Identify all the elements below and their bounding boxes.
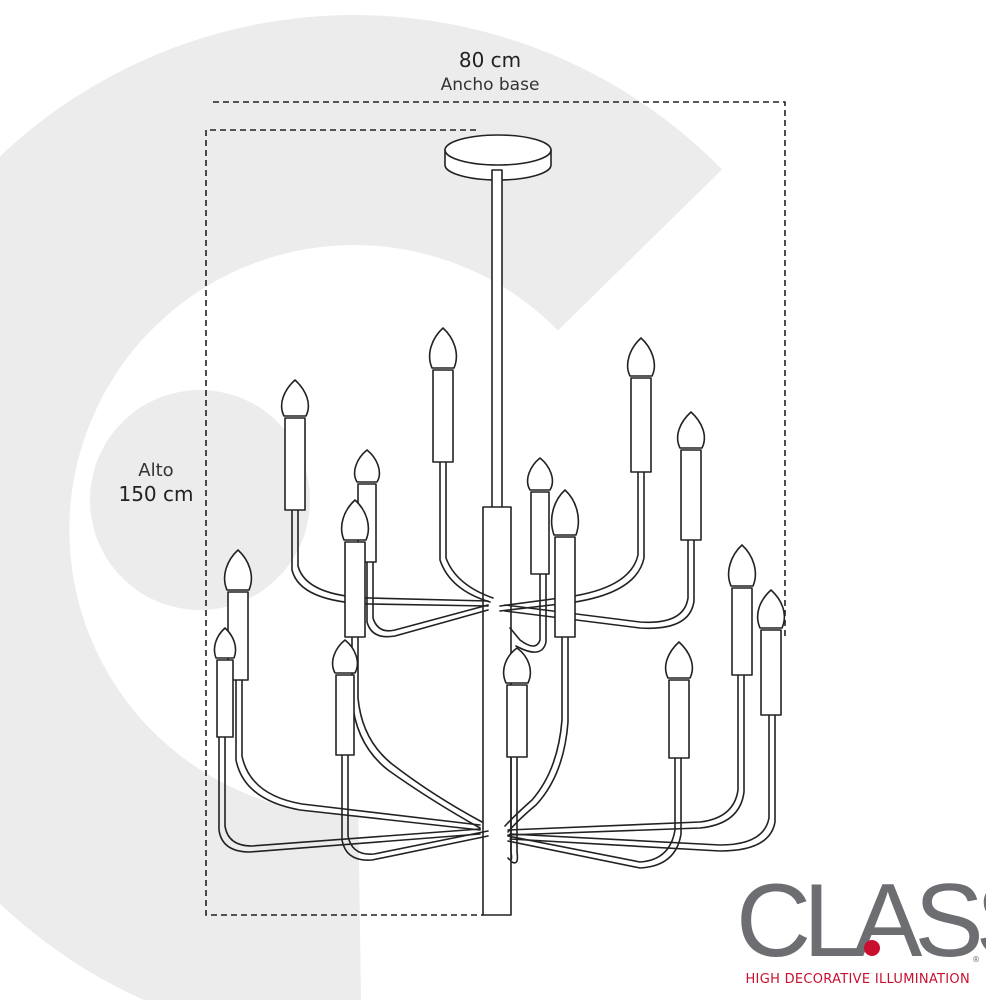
height-dimension-value: 150 cm bbox=[118, 482, 194, 506]
candle bbox=[280, 379, 310, 511]
candle bbox=[502, 647, 532, 758]
chandelier-drawing bbox=[213, 134, 786, 916]
upper-arms bbox=[291, 459, 695, 833]
candle bbox=[550, 489, 580, 638]
candle bbox=[756, 589, 786, 716]
width-dimension-caption: Ancho base bbox=[440, 75, 540, 95]
candle bbox=[213, 627, 237, 738]
candle bbox=[526, 457, 554, 575]
height-dimension-caption: Alto bbox=[138, 460, 174, 481]
ceiling-canopy bbox=[444, 134, 552, 181]
dimension-frame bbox=[205, 101, 786, 916]
candle bbox=[626, 337, 656, 473]
candle bbox=[428, 327, 458, 463]
candle bbox=[676, 411, 706, 541]
watermark-c-logo bbox=[0, 15, 722, 1000]
registered-mark: ® bbox=[972, 955, 980, 964]
candle-bulbs bbox=[213, 327, 786, 759]
width-dimension-value: 80 cm bbox=[458, 48, 522, 72]
suspension-rod bbox=[491, 169, 503, 509]
candle bbox=[664, 641, 694, 759]
brand-tagline: HIGH DECORATIVE ILLUMINATION bbox=[745, 972, 970, 987]
lower-arms bbox=[218, 672, 776, 869]
brand-wordmark: CLASS bbox=[736, 868, 986, 964]
brand-red-dot bbox=[864, 940, 880, 956]
candle bbox=[331, 639, 359, 756]
candle bbox=[727, 544, 757, 676]
brand-logo: CLASS ® bbox=[736, 868, 986, 964]
candle bbox=[340, 499, 370, 638]
